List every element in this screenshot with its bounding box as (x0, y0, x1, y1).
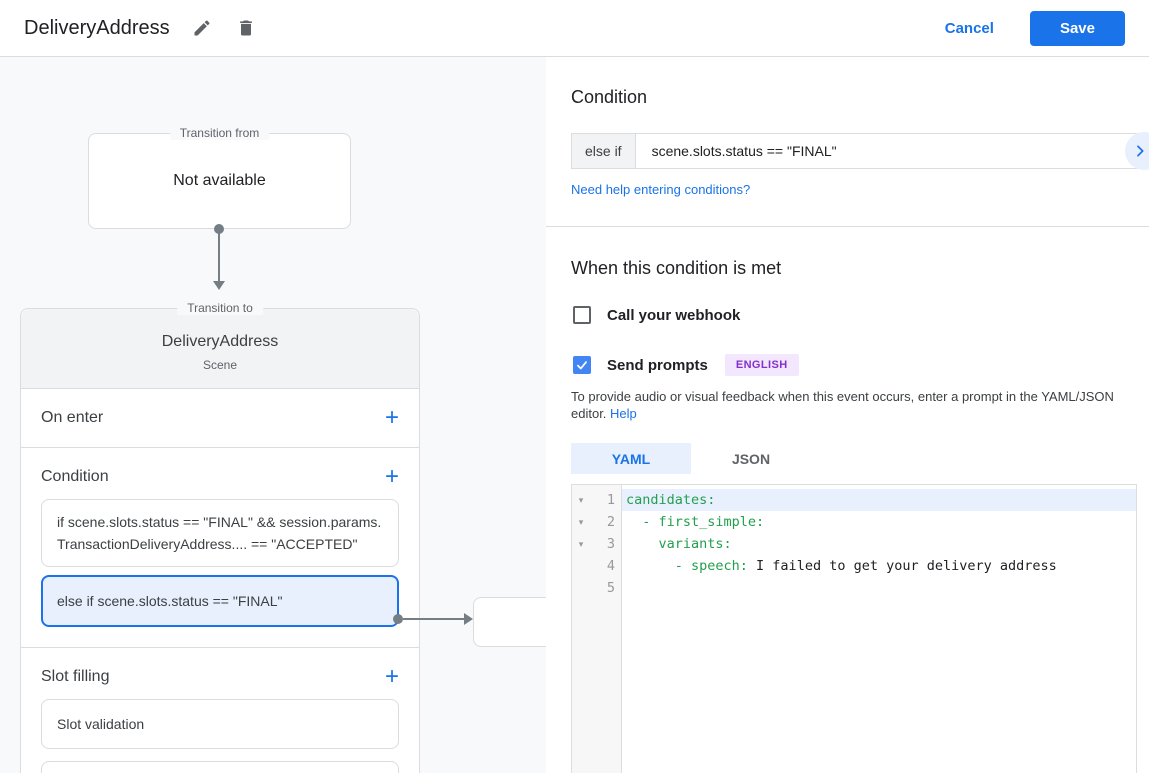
connector-line-right (403, 618, 464, 620)
page-title: DeliveryAddress (24, 16, 170, 39)
code-line-content (622, 577, 1136, 599)
condition-section-label: Condition (41, 468, 109, 485)
transition-to-legend: Transition to (177, 301, 263, 315)
line-number: 1 (606, 492, 615, 508)
send-prompts-label: Send prompts (607, 356, 708, 374)
transition-to-card: Transition to DeliveryAddress Scene On e… (20, 301, 420, 773)
edit-icon[interactable] (190, 16, 214, 40)
arrow-right-icon (464, 613, 473, 625)
condition-prefix-label: else if (572, 134, 636, 168)
fold-arrow-icon[interactable]: ▾ (578, 517, 584, 527)
condition-section: Condition + if scene.slots.status == "FI… (21, 448, 419, 648)
language-badge: ENGLISH (724, 354, 799, 376)
prompt-code-editor[interactable]: ▾ 1 candidates: ▾ 2 - first_simple: ▾ 3 varian… (571, 484, 1137, 773)
line-number: 5 (606, 580, 615, 596)
fold-arrow-icon[interactable]: ▾ (578, 495, 584, 505)
code-line-content: - first_simple: (626, 514, 765, 530)
arrow-down-icon (213, 281, 225, 290)
transition-from-legend: Transition from (169, 126, 270, 140)
code-line[interactable]: ▾ 2 - first_simple: (572, 511, 1136, 533)
chevron-right-icon (1137, 145, 1144, 157)
condition-heading: Condition (571, 87, 648, 107)
cancel-button[interactable]: Cancel (944, 19, 994, 37)
webhook-label: Call your webhook (607, 306, 741, 324)
transition-from-value: Not available (173, 172, 266, 189)
on-enter-row[interactable]: On enter + (21, 389, 419, 448)
slot-item[interactable]: TransactionDeliveryAddress (41, 761, 399, 773)
divider (546, 226, 1149, 227)
editor-format-tabs: YAML JSON (571, 443, 1137, 474)
condition-detail-panel: Condition else if Need help entering con… (546, 57, 1149, 773)
line-number: 4 (606, 558, 615, 574)
condition-item[interactable]: if scene.slots.status == "FINAL" && sess… (41, 499, 399, 567)
checkmark-icon (577, 361, 587, 370)
tab-yaml[interactable]: YAML (571, 443, 691, 474)
editor-gutter (572, 485, 622, 773)
tab-json[interactable]: JSON (731, 450, 771, 467)
fold-arrow-icon[interactable]: ▾ (578, 539, 584, 549)
when-met-heading: When this condition is met (571, 258, 782, 278)
code-line-content: variants: (626, 536, 732, 552)
send-prompts-checkbox[interactable] (573, 356, 591, 374)
transition-from-box: Transition from Not available (88, 126, 351, 229)
code-line[interactable]: ▾ 1 candidates: (572, 489, 1136, 511)
condition-expression-row: else if (571, 133, 1137, 169)
add-condition-button[interactable]: + (384, 463, 399, 490)
prompts-description-text: To provide audio or visual feedback when… (571, 389, 1114, 421)
code-editor-lines: ▾ 1 candidates: ▾ 2 - first_simple: ▾ 3 varian… (572, 485, 1136, 599)
transition-target-box[interactable] (473, 597, 546, 647)
condition-help-link[interactable]: Need help entering conditions? (571, 182, 751, 197)
slot-item[interactable]: Slot validation (41, 699, 399, 749)
slot-filling-label: Slot filling (41, 668, 110, 685)
scene-subtitle: Scene (202, 358, 238, 372)
delete-icon[interactable] (234, 16, 258, 40)
code-line-content: candidates: (622, 489, 1136, 511)
collapse-panel-button[interactable] (1125, 132, 1149, 170)
line-number: 2 (606, 514, 615, 530)
scene-flow-canvas[interactable]: Transition from Not available Transition… (0, 57, 546, 773)
webhook-row: Call your webhook (571, 306, 1137, 324)
top-bar: DeliveryAddress Cancel Save (0, 0, 1149, 57)
on-enter-label: On enter (41, 409, 104, 426)
connector-line-down (218, 229, 220, 281)
scene-title: DeliveryAddress (161, 333, 279, 350)
code-line[interactable]: 5 (572, 577, 1136, 599)
condition-expression-input[interactable] (635, 134, 1136, 168)
add-slot-button[interactable]: + (384, 663, 399, 690)
line-number: 3 (606, 536, 615, 552)
scene-header: DeliveryAddress Scene (21, 309, 419, 389)
save-button[interactable]: Save (1029, 10, 1125, 46)
prompts-description: To provide audio or visual feedback when… (571, 388, 1137, 422)
slot-filling-section: Slot filling + Slot validation Transacti… (21, 648, 419, 773)
send-prompts-row: Send prompts ENGLISH (571, 354, 1137, 376)
connector-dot (393, 614, 403, 624)
add-on-enter-button[interactable]: + (384, 404, 399, 431)
code-line-content: - speech: I failed to get your delivery … (626, 558, 1057, 574)
code-line[interactable]: ▾ 3 variants: (572, 533, 1136, 555)
webhook-checkbox[interactable] (573, 306, 591, 324)
help-link[interactable]: Help (610, 406, 637, 421)
fold-spacer (572, 577, 590, 599)
fold-spacer (572, 555, 590, 577)
code-line[interactable]: 4 - speech: I failed to get your deliver… (572, 555, 1136, 577)
condition-item-selected[interactable]: else if scene.slots.status == "FINAL" (41, 575, 399, 627)
